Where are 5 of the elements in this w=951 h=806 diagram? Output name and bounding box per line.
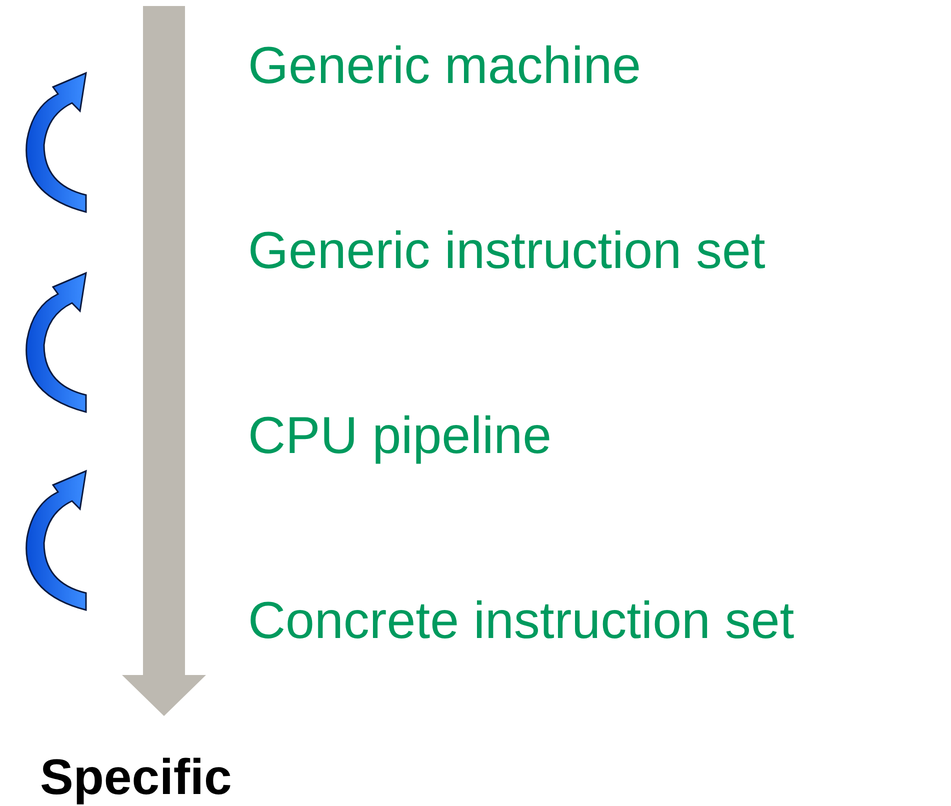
level-label: Generic machine (248, 40, 642, 92)
level-label: Generic instruction set (248, 225, 766, 277)
level-label: CPU pipeline (248, 410, 552, 462)
level-label: Concrete instruction set (248, 595, 794, 647)
axis-label: Specific (40, 752, 232, 802)
